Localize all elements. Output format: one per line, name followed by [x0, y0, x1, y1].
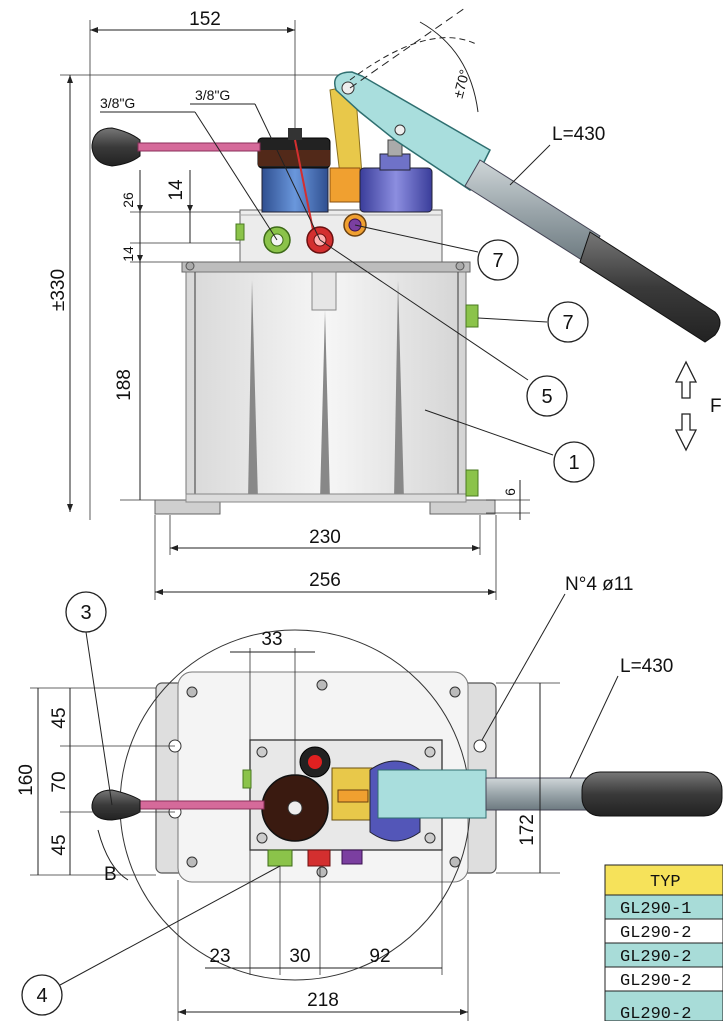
- dim-330-label: ±330: [48, 269, 69, 311]
- dim-14a-label: 14: [166, 179, 187, 201]
- svg-text:3: 3: [80, 602, 91, 624]
- dim-230-label: 230: [309, 527, 341, 548]
- svg-text:4: 4: [36, 985, 47, 1007]
- type-table: TYP GL290-1 GL290-2 GL290-2 GL290-2 GL29…: [604, 864, 723, 1024]
- dim-218-label: 218: [307, 990, 339, 1011]
- holes-note: N°4 ø11: [481, 574, 634, 741]
- svg-text:5: 5: [541, 386, 552, 408]
- dim-45a-label: 45: [49, 707, 70, 728]
- dim-30-label: 30: [289, 946, 310, 967]
- force-arrows: F: [674, 360, 722, 452]
- arc-b: B: [97, 829, 129, 885]
- dim-6-label: 6: [502, 488, 518, 496]
- dim-14b-label: 14: [120, 246, 136, 262]
- dimension-6: 6: [486, 480, 530, 520]
- table-row: GL290-2: [620, 972, 691, 991]
- angle-indicator: ±70°: [349, 7, 479, 113]
- dimension-172: 172: [496, 682, 560, 874]
- dim-172-label: 172: [517, 814, 538, 846]
- oil-tank: [154, 261, 496, 515]
- dimension-stack-top-left: 160 45 70 45: [16, 687, 175, 876]
- force-label: F: [710, 396, 722, 417]
- callout-3: 3: [65, 591, 113, 806]
- left-handle: [91, 127, 261, 167]
- dim-23-label: 23: [209, 946, 230, 967]
- callout-5: 5: [319, 239, 568, 417]
- dim-256-label: 256: [309, 570, 341, 591]
- handle-length-side-label: L=430: [552, 124, 605, 145]
- dim-152-label: 152: [189, 9, 221, 30]
- dim-45b-label: 45: [49, 834, 70, 855]
- table-row: GL290-2: [620, 924, 691, 943]
- table-row: GL290-2: [620, 948, 691, 967]
- callout-1: 1: [424, 409, 595, 483]
- table-row: GL290-2: [620, 1005, 691, 1021]
- top-lever: [331, 760, 723, 842]
- holes-label: N°4 ø11: [565, 574, 634, 595]
- mounting-holes: [168, 679, 487, 878]
- pump-lever: [334, 71, 721, 343]
- top-fittings: [267, 849, 363, 867]
- dimension-33: 33: [230, 629, 315, 775]
- dim-33-label: 33: [261, 629, 282, 650]
- svg-text:7: 7: [562, 312, 573, 334]
- dim-92-label: 92: [369, 946, 390, 967]
- svg-text:7: 7: [492, 250, 503, 272]
- angle-label: ±70°: [450, 68, 473, 100]
- port-label-2: 3/8"G: [195, 87, 230, 103]
- handle-length-side: L=430: [509, 124, 605, 186]
- table-row: GL290-1: [620, 900, 691, 919]
- side-view: 152 ±330 26 14 14 188: [48, 7, 722, 600]
- dim-188-label: 188: [114, 369, 135, 401]
- valve-body: [359, 139, 433, 213]
- dimension-base: 230 256: [154, 515, 497, 600]
- dim-26-label: 26: [120, 192, 136, 208]
- handle-length-top: L=430: [569, 656, 673, 779]
- arc-b-label: B: [104, 864, 117, 885]
- dim-70-label: 70: [49, 771, 70, 792]
- callout-4: 4: [21, 865, 281, 1016]
- dimension-330: ±330: [48, 74, 340, 512]
- table-header: TYP: [650, 873, 681, 892]
- dimension-152: 152: [89, 9, 296, 520]
- callout-6: 7: [354, 224, 519, 281]
- port-labels: 3/8"G 3/8"G: [100, 87, 321, 241]
- svg-text:1: 1: [568, 452, 579, 474]
- dim-160-label: 160: [16, 764, 37, 796]
- dimension-bottom: 23 30 92 218: [177, 850, 469, 1021]
- callout-7: 7: [477, 301, 589, 343]
- handle-length-top-label: L=430: [620, 656, 673, 677]
- port-label-1: 3/8"G: [100, 95, 135, 111]
- pump-cylinder: [257, 128, 331, 241]
- top-view: 33 160 45 70 45 172: [16, 574, 723, 1021]
